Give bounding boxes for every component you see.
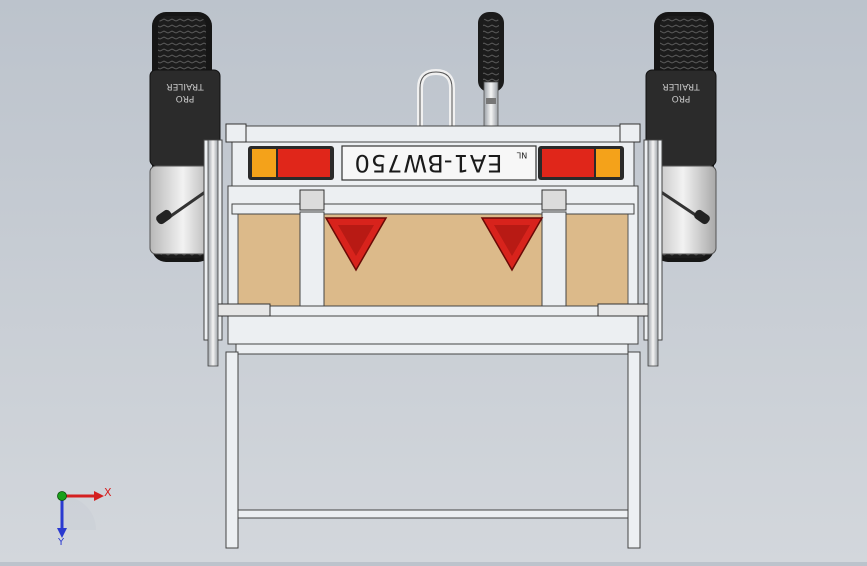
jockey-wheel	[478, 12, 504, 129]
coordinate-triad[interactable]: X Y	[57, 486, 112, 548]
light-bar: EA1-BW750 NL	[225, 125, 641, 187]
z-axis-dot	[57, 491, 67, 501]
reflector-left	[324, 217, 388, 272]
plate-country: NL	[516, 151, 527, 160]
left-wheel: TRAILER PRO	[149, 12, 221, 262]
fender-right-text-2: PRO	[672, 93, 691, 103]
y-axis-label: Y	[57, 537, 65, 548]
bed-floor	[237, 213, 629, 307]
license-plate	[341, 145, 537, 181]
x-axis-label: X	[104, 486, 112, 499]
lifting-handle	[417, 68, 455, 126]
fender-left-text-1: TRAILER	[166, 81, 204, 91]
trailer-frame	[203, 123, 663, 549]
reflector-right	[480, 217, 544, 272]
plate-text: EA1-BW750	[354, 149, 503, 177]
fender-left-text-2: PRO	[176, 93, 195, 103]
right-wheel: TRAILER PRO	[645, 12, 717, 262]
fender-right-text-1: TRAILER	[662, 81, 700, 91]
